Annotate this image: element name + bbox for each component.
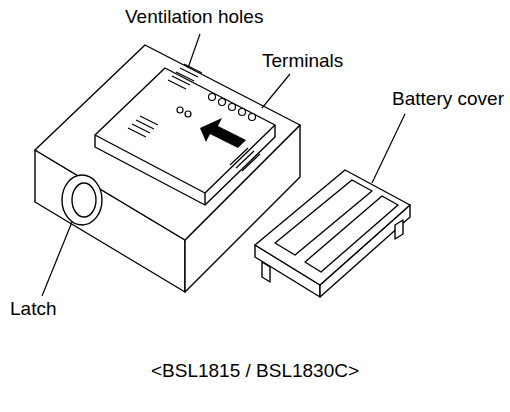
slide-arrow [200,118,246,148]
terminal-contact [177,107,183,113]
leader-line [262,74,290,108]
part-label: Ventilation holes [125,6,263,28]
terminal-contact [185,111,191,117]
battery-top-face [35,45,300,240]
part-label: Latch [10,298,56,320]
figure-caption: <BSL1815 / BSL1830C> [0,360,510,382]
terminal-contact [209,94,216,101]
terminal-contact [229,104,236,111]
cover-top [255,170,410,285]
cover-ridge [305,196,398,272]
part-label: Terminals [262,50,343,72]
terminal-block [95,68,275,193]
leader-line [188,34,200,68]
part-label: Battery cover [392,88,504,110]
cover-tab [395,220,403,239]
terminal-contact [249,114,256,121]
cover-tab [262,262,270,282]
terminal-contact [219,99,226,106]
terminal-contact [239,109,246,116]
leader-line [42,222,72,296]
latch-inner [72,183,96,217]
latch-button [62,175,102,225]
leader-line [372,114,405,183]
terminal-block-edge [95,135,205,205]
ventilation-slots [128,116,158,137]
ventilation-slots [168,64,202,89]
ventilation-slots [230,148,260,171]
